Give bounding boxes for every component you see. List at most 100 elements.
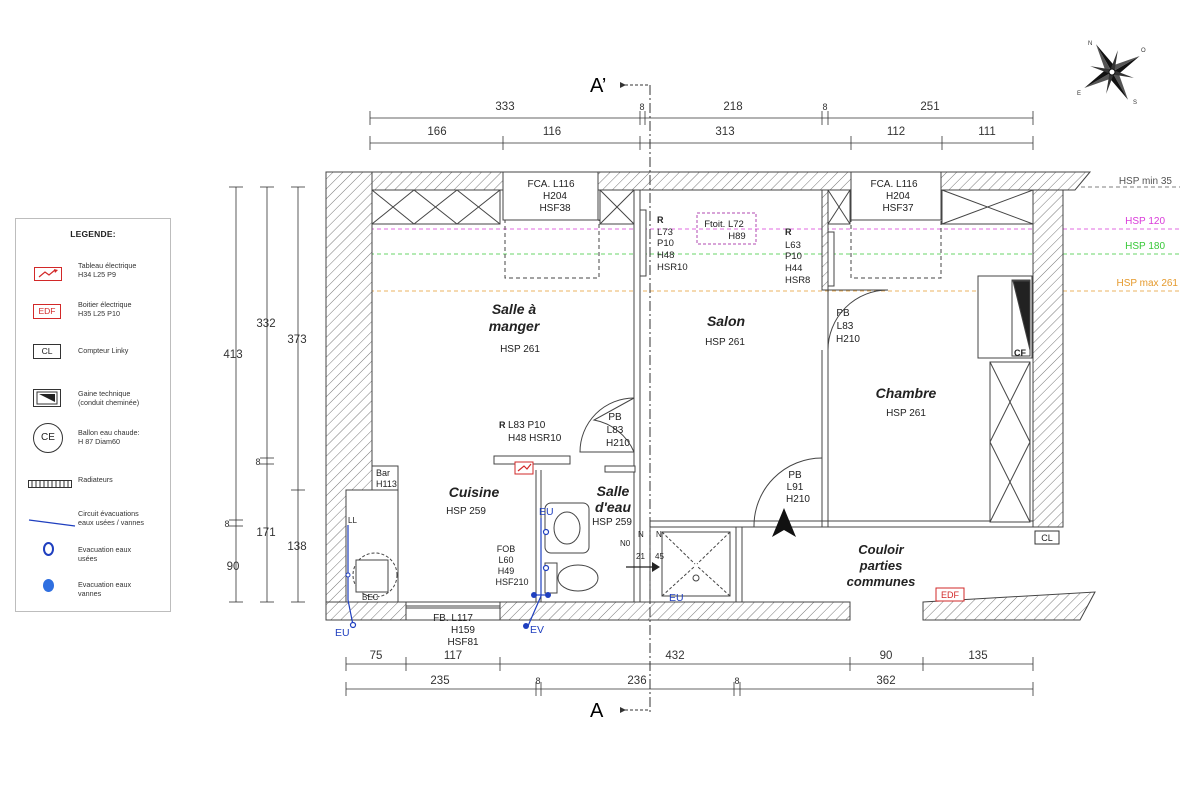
svg-text:N: N [1088, 41, 1092, 47]
circuit-line-icon [28, 515, 76, 533]
svg-text:HSF81: HSF81 [447, 637, 479, 648]
legend-evac-vannes-text1: Evacuation eaux [78, 580, 132, 589]
svg-text:S: S [1133, 100, 1137, 106]
room-couloir-name2: parties [859, 558, 903, 573]
svg-text:HSF210: HSF210 [495, 577, 528, 587]
svg-text:166: 166 [427, 126, 446, 138]
svg-text:8: 8 [639, 102, 644, 112]
svg-text:HSR8: HSR8 [785, 275, 810, 286]
svg-text:90: 90 [880, 650, 893, 662]
svg-text:FOB: FOB [497, 544, 516, 554]
room-chambre-name: Chambre [876, 385, 937, 401]
legend-edf-text1: Boitier électrique [78, 300, 132, 309]
svg-text:117: 117 [444, 650, 462, 662]
tableau-icon [34, 267, 62, 286]
svg-text:EV: EV [530, 624, 544, 636]
svg-text:LL: LL [348, 516, 357, 525]
room-sde-hsp: HSP 259 [592, 517, 632, 528]
svg-text:O: O [1141, 48, 1146, 54]
svg-text:H49: H49 [498, 566, 515, 576]
svg-text:H48 HSR10: H48 HSR10 [508, 433, 562, 444]
svg-text:P10: P10 [657, 238, 674, 249]
entrance-arrows [626, 508, 796, 572]
compass-labels: N S E O [1077, 41, 1146, 106]
edf-box: EDF [935, 587, 965, 602]
svg-text:116: 116 [543, 126, 561, 138]
svg-text:EU: EU [539, 506, 554, 518]
legend: LEGENDE: Tableau électrique H34 L25 P9 E… [15, 218, 171, 612]
doors [579, 289, 889, 528]
svg-text:FCA. L116: FCA. L116 [527, 179, 574, 190]
svg-text:EU: EU [335, 627, 350, 639]
svg-text:PB: PB [788, 470, 802, 481]
fixtures [345, 275, 1033, 603]
svg-text:8: 8 [255, 457, 260, 467]
room-salon-hsp: HSP 261 [705, 337, 745, 348]
legend-evac-usees-text2: usées [78, 554, 98, 563]
svg-text:P10: P10 [785, 251, 802, 262]
room-salon-name: Salon [707, 313, 745, 329]
evac-usees-icon [43, 542, 54, 556]
dimension-labels-bottom: 75 117 432 90 135 235 8 236 8 362 [370, 650, 988, 687]
dimensions-top [369, 111, 1034, 150]
ce-icon: CE [33, 423, 63, 453]
dimensions-bottom [345, 657, 1034, 696]
hsp-120-label: HSP 120 [1125, 216, 1165, 227]
svg-text:H113: H113 [376, 479, 397, 489]
svg-text:H89: H89 [728, 231, 745, 242]
svg-text:313: 313 [715, 126, 734, 138]
gaine-icon [33, 389, 61, 412]
svg-text:L60: L60 [498, 555, 513, 565]
svg-text:N: N [656, 530, 662, 539]
legend-circuit-text2: eaux usées / vannes [78, 518, 144, 527]
evac-vannes-icon [43, 579, 54, 592]
room-salle-a-manger-name: Salle à [492, 301, 537, 317]
svg-text:8: 8 [535, 676, 540, 686]
top-windows [371, 171, 1034, 279]
svg-text:H204: H204 [886, 191, 910, 202]
svg-text:R: R [499, 420, 506, 430]
svg-text:HSF38: HSF38 [539, 203, 571, 214]
radiator-icon [28, 475, 72, 493]
svg-text:8: 8 [734, 676, 739, 686]
svg-text:H48: H48 [657, 250, 674, 261]
svg-text:21: 21 [636, 552, 645, 561]
dimensions-left [229, 186, 305, 603]
svg-text:E: E [1077, 91, 1081, 97]
svg-text:HSF37: HSF37 [882, 203, 914, 214]
edf-icon: EDF [33, 304, 61, 319]
svg-text:236: 236 [627, 675, 646, 687]
svg-text:H210: H210 [606, 438, 630, 449]
legend-ce-text2: H 87 Diam60 [78, 437, 120, 446]
room-labels: Salle à manger HSP 261 Salon HSP 261 Cha… [446, 301, 936, 589]
cl-icon: CL [33, 344, 61, 359]
svg-text:FB. L117: FB. L117 [433, 613, 473, 624]
svg-text:L83 P10: L83 P10 [508, 420, 546, 431]
svg-text:332: 332 [256, 318, 275, 330]
svg-text:218: 218 [723, 101, 742, 113]
svg-text:90: 90 [227, 561, 240, 573]
hsp-180-label: HSP 180 [1125, 241, 1165, 252]
svg-text:L63: L63 [785, 240, 801, 251]
room-cuisine-name: Cuisine [449, 484, 500, 500]
svg-text:112: 112 [887, 126, 905, 138]
svg-text:H210: H210 [786, 494, 810, 505]
drain-labels: EU EV EU EU [335, 506, 684, 639]
svg-text:H159: H159 [451, 625, 475, 636]
svg-text:R: R [657, 215, 664, 225]
svg-text:373: 373 [287, 334, 306, 346]
svg-text:R: R [785, 227, 792, 237]
legend-cl-text1: Compteur Linky [78, 346, 129, 355]
room-sde-name2: d'eau [595, 499, 631, 515]
legend-edf-text2: H35 L25 P10 [78, 309, 120, 318]
room-cuisine-hsp: HSP 259 [446, 506, 486, 517]
room-salle-a-manger-hsp: HSP 261 [500, 344, 540, 355]
svg-text:Ftoit. L72: Ftoit. L72 [704, 219, 744, 230]
svg-text:L73: L73 [657, 227, 673, 238]
section-marker-top: A’ [590, 75, 606, 97]
legend-gaine-text2: (conduit cheminée) [78, 398, 140, 407]
room-sde-name: Salle [597, 483, 630, 499]
svg-text:235: 235 [430, 675, 449, 687]
svg-text:362: 362 [876, 675, 895, 687]
svg-text:333: 333 [495, 101, 514, 113]
